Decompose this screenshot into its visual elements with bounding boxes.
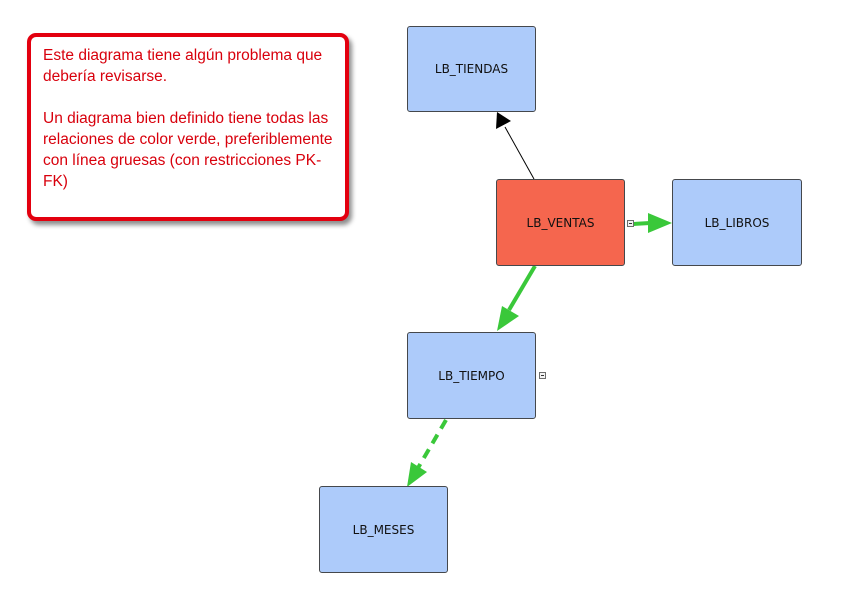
- arrowhead-libros: [648, 213, 672, 233]
- node-lb-tiempo[interactable]: LB_TIEMPO: [407, 332, 536, 419]
- node-lb-meses[interactable]: LB_MESES: [319, 486, 448, 573]
- relation-tiempo-meses[interactable]: [416, 418, 448, 470]
- node-label: LB_TIEMPO: [438, 368, 505, 383]
- arrowhead-meses: [407, 462, 427, 487]
- warning-note: Este diagrama tiene algún problema que d…: [27, 33, 349, 221]
- node-lb-tiendas[interactable]: LB_TIENDAS: [407, 26, 536, 112]
- collapse-toggle-ventas[interactable]: [627, 220, 634, 227]
- node-lb-ventas[interactable]: LB_VENTAS: [496, 179, 625, 266]
- warning-text-problem: Este diagrama tiene algún problema que d…: [43, 47, 323, 85]
- relation-ventas-tiempo[interactable]: [507, 264, 537, 312]
- node-label: LB_MESES: [352, 522, 415, 537]
- arrowhead-tiempo: [497, 306, 519, 331]
- collapse-toggle-tiempo[interactable]: [539, 372, 546, 379]
- node-label: LB_LIBROS: [704, 215, 770, 230]
- node-lb-libros[interactable]: LB_LIBROS: [672, 179, 802, 266]
- node-label: LB_TIENDAS: [434, 62, 509, 76]
- arrowhead-tiendas: [496, 112, 511, 129]
- node-label: LB_VENTAS: [526, 215, 595, 230]
- warning-text-guidance: Un diagrama bien definido tiene todas la…: [43, 110, 333, 190]
- relation-ventas-tiendas[interactable]: [504, 126, 535, 180]
- relation-ventas-libros[interactable]: [632, 221, 651, 226]
